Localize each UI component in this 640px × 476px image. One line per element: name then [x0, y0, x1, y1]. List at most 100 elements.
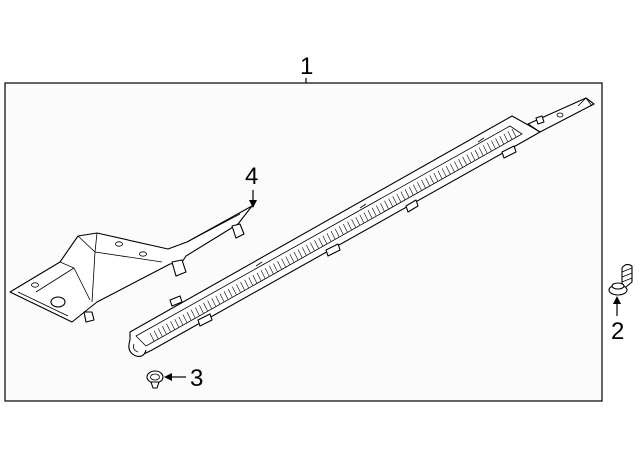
tread-ridge: [351, 219, 356, 228]
tread-ridge: [458, 158, 463, 168]
tread-ridge: [433, 172, 439, 182]
tread-ridge: [371, 207, 377, 216]
tread-ridge: [182, 314, 188, 323]
tread-ridge: [240, 281, 245, 291]
tread-ridge: [396, 193, 402, 203]
tread-ridge: [199, 305, 204, 314]
tread-ridge: [227, 288, 233, 298]
tread-ridge: [425, 177, 430, 186]
callout-4-label: 4: [245, 163, 259, 190]
tread-ridge: [413, 184, 418, 193]
tread-ridge: [162, 325, 167, 335]
tread-ridge: [232, 286, 237, 295]
tread-ridge: [367, 209, 373, 219]
tread-ridge: [330, 230, 336, 240]
tread-ridge: [285, 256, 291, 265]
tread-ridge: [511, 128, 517, 138]
tread-ridge: [359, 214, 365, 223]
tread-ridge: [301, 247, 307, 256]
callout-4-arrowhead: [249, 200, 257, 208]
tread-ridge: [195, 307, 200, 316]
tread-ridge: [211, 298, 216, 307]
callout-3-arrowhead: [164, 373, 172, 381]
tread-ridge: [441, 168, 447, 177]
tread-ridge: [376, 205, 381, 214]
tread-ridge: [178, 316, 184, 325]
tread-ridge: [347, 221, 352, 230]
screw-icon[interactable]: [608, 263, 633, 296]
tread-ridge: [297, 249, 303, 258]
tread-ridge: [408, 186, 414, 196]
tread-ridge: [269, 265, 274, 274]
tread-ridge: [256, 272, 262, 281]
tread-ridge: [503, 133, 509, 142]
tread-ridge: [445, 165, 451, 175]
tread-ridge: [166, 323, 171, 332]
tread-ridge: [478, 147, 484, 156]
tread-ridge: [334, 228, 340, 237]
tread-ridge: [392, 196, 397, 205]
tread-ridge: [318, 237, 323, 247]
tread-ridge: [482, 145, 488, 154]
tread-ridge: [343, 223, 348, 233]
tread-ridge: [244, 279, 249, 288]
tread-ridge: [293, 251, 299, 261]
tread-ridge: [149, 332, 155, 342]
callout-1-label: 1: [300, 53, 314, 80]
tread-ridge: [507, 131, 513, 140]
tread-ridge: [470, 152, 476, 161]
tread-ridge: [380, 203, 385, 212]
tread-ridge: [203, 302, 208, 312]
tread-ridge: [417, 182, 422, 191]
tread-ridge: [219, 293, 225, 302]
tread-ridge: [157, 328, 163, 337]
callout-3-label: 3: [190, 365, 204, 392]
tread-ridge: [223, 291, 229, 300]
tread-ridge: [384, 200, 389, 210]
tread-ridge: [466, 154, 472, 163]
tread-ridge: [153, 330, 159, 339]
tread-ridge: [322, 235, 328, 244]
tread-ridge: [388, 198, 393, 207]
tread-ridge: [454, 161, 459, 170]
step-pad-assembly-icon[interactable]: [128, 97, 595, 357]
callout-2-label: 2: [611, 318, 625, 345]
bracket-icon[interactable]: [9, 205, 253, 323]
tread-ridges: [149, 128, 517, 342]
tread-ridge: [190, 309, 196, 318]
tread-ridge: [236, 284, 241, 293]
tread-ridge: [281, 258, 286, 267]
tread-ridge: [474, 149, 480, 159]
tread-ridge: [491, 140, 496, 149]
tread-ridge: [355, 216, 360, 226]
tread-ridge: [314, 240, 319, 249]
tread-ridge: [289, 254, 295, 263]
tread-ridge: [306, 244, 311, 254]
tread-ridge: [215, 295, 221, 305]
tread-ridge: [170, 321, 175, 330]
tread-ridge: [462, 156, 467, 165]
tread-ridge: [174, 318, 179, 328]
tread-ridge: [499, 135, 504, 145]
clip-icon[interactable]: [146, 370, 164, 389]
tread-ridge: [248, 277, 253, 286]
tread-ridge: [264, 267, 270, 277]
callout-2-arrowhead: [613, 296, 621, 304]
tread-ridge: [421, 179, 426, 189]
tread-ridge: [450, 163, 455, 172]
tread-ridge: [338, 226, 344, 235]
tread-ridge: [310, 242, 315, 251]
tread-ridge: [437, 170, 443, 179]
tread-ridge: [277, 260, 282, 270]
tread-ridge: [495, 138, 500, 147]
tread-ridge: [273, 263, 278, 272]
tread-ridge: [400, 191, 406, 200]
tread-ridge: [429, 175, 434, 184]
tread-ridge: [404, 189, 410, 198]
tread-ridge: [487, 142, 492, 152]
tread-ridge: [207, 300, 212, 309]
tread-ridge: [363, 212, 369, 221]
tread-ridge: [252, 274, 258, 284]
tread-ridge: [260, 270, 266, 279]
